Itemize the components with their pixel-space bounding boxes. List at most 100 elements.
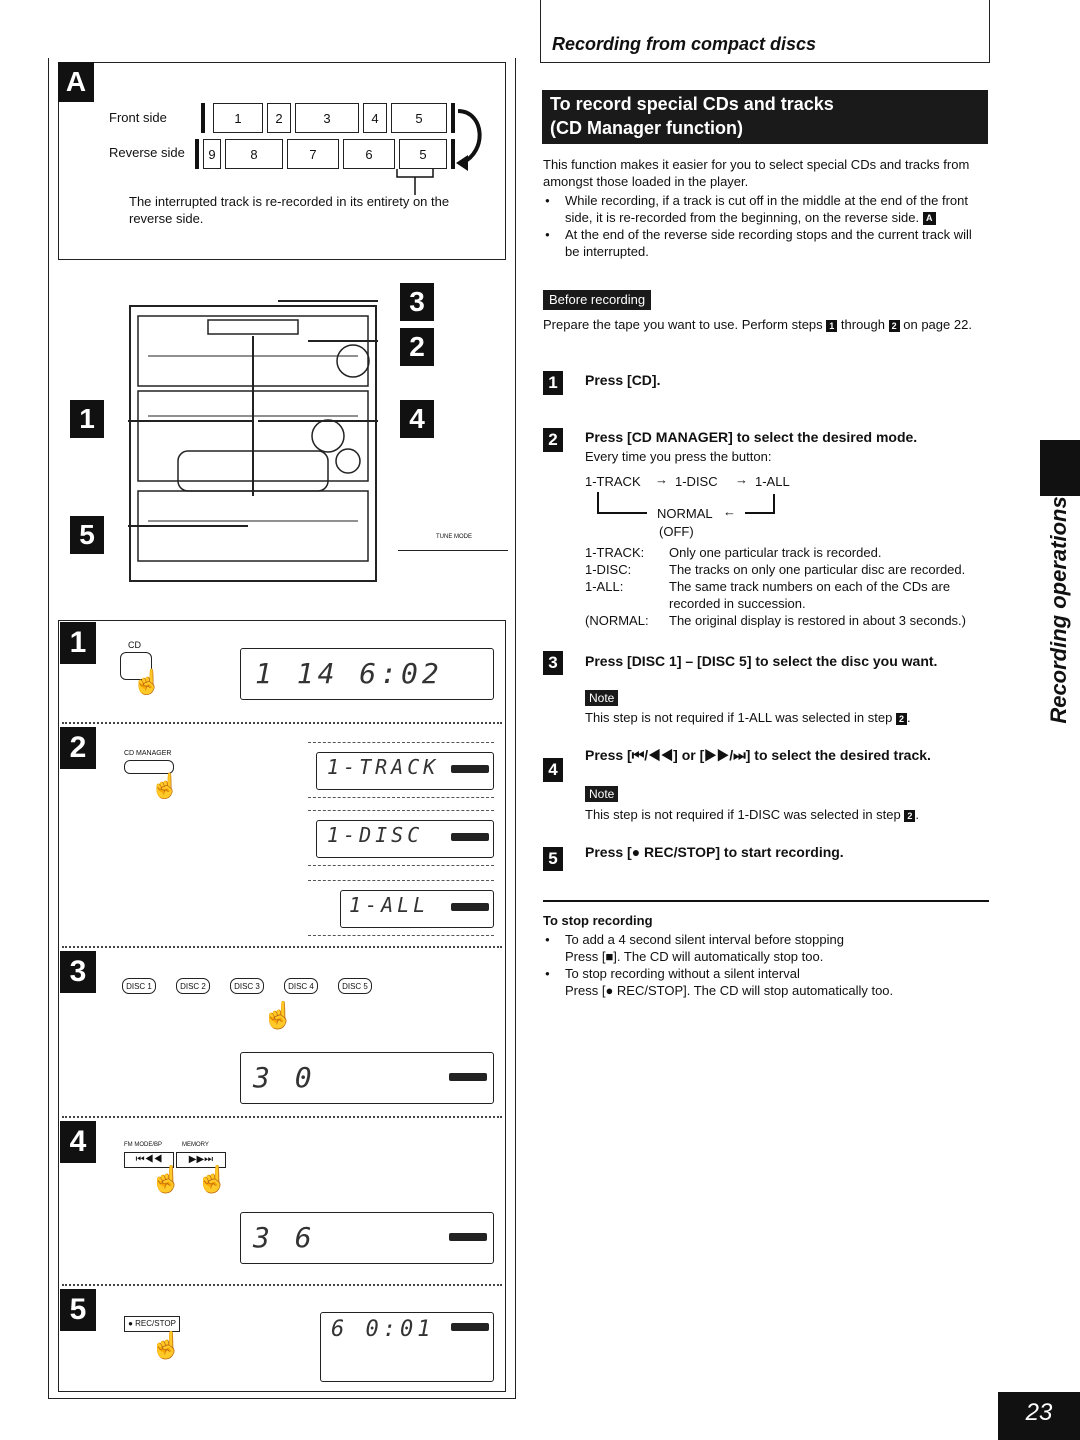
pointing-hand-icon: ☝ — [132, 669, 162, 696]
step2-display-track: 1-TRACK — [316, 752, 494, 790]
skip-back-button[interactable]: ⏮◀◀ — [124, 1152, 174, 1168]
track-bracket — [396, 169, 434, 195]
step3-badge: 3 — [60, 951, 96, 993]
track-cell: 3 — [295, 103, 359, 133]
step1-badge: 1 — [60, 622, 96, 664]
mode-def-row: 1-TRACK:Only one particular track is rec… — [585, 545, 882, 560]
disc1-button[interactable]: DISC 1 — [122, 978, 156, 994]
track-cell: 6 — [343, 139, 395, 169]
step-divider — [62, 722, 502, 724]
bullet-item: To add a 4 second silent interval before… — [543, 931, 989, 965]
mode-normal: NORMAL — [657, 506, 713, 521]
disc3-button[interactable]: DISC 3 — [230, 978, 264, 994]
disc2-button[interactable]: DISC 2 — [176, 978, 210, 994]
mode-def-row: (NORMAL:The original display is restored… — [585, 613, 966, 628]
memory-label: MEMORY — [182, 1142, 209, 1148]
pointing-hand-icon: ☝ — [150, 1164, 183, 1194]
lcd-text: 6 0:01 — [331, 1317, 435, 1342]
display-frame — [308, 742, 494, 798]
lcd-text: 3 6 — [253, 1221, 316, 1254]
bullet-item: To stop recording without a silent inter… — [543, 965, 989, 999]
step2-display-disc: 1-DISC — [316, 820, 494, 858]
step2-subtext: Every time you press the button: — [585, 449, 772, 464]
unit-callout-5: 5 — [70, 516, 104, 554]
step5-badge: 5 — [60, 1289, 96, 1331]
disc5-button[interactable]: DISC 5 — [338, 978, 372, 994]
re-record-arrow — [456, 109, 482, 171]
unit-callout-4: 4 — [400, 400, 434, 438]
step3-text: Press [DISC 1] – [DISC 5] to select the … — [585, 653, 938, 669]
rec-stop-button[interactable]: ● REC/STOP — [124, 1316, 180, 1332]
prepare-text: Prepare the tape you want to use. Perfor… — [543, 317, 972, 332]
pointing-hand-icon: ☝ — [150, 1330, 183, 1360]
mode-def-row: 1-DISC:The tracks on only one particular… — [585, 562, 966, 577]
reverse-side-label: Reverse side — [109, 145, 185, 160]
pointing-hand-icon: ☝ — [262, 1000, 295, 1030]
step2-badge: 2 — [60, 727, 96, 769]
track-cell: 7 — [287, 139, 339, 169]
intro-text: This function makes it easier for you to… — [543, 157, 970, 189]
step1-number-icon: 1 — [543, 371, 563, 395]
lcd-text: 3 0 — [253, 1061, 316, 1094]
track-cell: 9 — [203, 139, 221, 169]
step3-display: 3 0 — [240, 1052, 494, 1104]
banner-line1: To record special CDs and tracks — [550, 94, 834, 114]
panel-a: A Front side Reverse side 1 2 3 4 5 9 8 … — [58, 62, 506, 260]
track-cell: 2 — [267, 103, 291, 133]
lcd-text: 1-DISC — [327, 823, 424, 847]
header-box — [540, 0, 990, 63]
left-column-frame — [48, 58, 516, 1399]
cd-label: CD — [128, 640, 141, 650]
stereo-unit-illustration — [128, 296, 378, 596]
divider-line — [543, 900, 989, 902]
front-track-row: 1 2 3 4 5 — [201, 103, 455, 133]
before-recording-label: Before recording — [543, 290, 652, 310]
step-divider — [62, 1116, 502, 1118]
step2-display-all: 1-ALL — [340, 890, 494, 928]
unit-callout-3: 3 — [400, 283, 434, 321]
step2-number-icon: 2 — [543, 428, 563, 452]
display-frame — [308, 880, 494, 936]
function-banner: To record special CDs and tracks (CD Man… — [542, 90, 988, 144]
lcd-text: 1-ALL — [349, 893, 430, 917]
mode-def-row: 1-ALL:The same track numbers on each of … — [585, 579, 951, 611]
lcd-text: 1-TRACK — [327, 755, 440, 779]
mode-1track: 1-TRACK — [585, 474, 641, 489]
step4-text: Press [⏮/◀◀] or [▶▶/⏭] to select the des… — [585, 747, 931, 763]
mode-flow-diagram: 1-TRACK → 1-DISC → 1-ALL NORMAL ← (OFF) — [585, 472, 790, 539]
skip-forward-button[interactable]: ▶▶⏭ — [176, 1152, 226, 1168]
panel-a-badge: A — [58, 62, 94, 102]
banner-line2: (CD Manager function) — [550, 118, 743, 138]
cd-button-press[interactable] — [120, 652, 152, 680]
step3-number-icon: 3 — [543, 651, 563, 675]
bullet-item: While recording, if a track is cut off i… — [543, 192, 989, 226]
mode-1disc: 1-DISC — [675, 474, 718, 489]
tune-mode-callout: TUNE MODE — [398, 526, 508, 551]
cd-manager-button-press[interactable] — [124, 760, 174, 774]
mode-1all: 1-ALL — [755, 474, 790, 489]
step-divider — [62, 946, 502, 948]
side-tab-label: Recording operations — [1046, 496, 1071, 724]
step4-number-icon: 4 — [543, 758, 563, 782]
intro-bullets: While recording, if a track is cut off i… — [543, 192, 989, 260]
cd-manager-label: CD MANAGER — [124, 750, 172, 757]
track-cell: 4 — [363, 103, 387, 133]
disc4-button[interactable]: DISC 4 — [284, 978, 318, 994]
note-badge: Note — [585, 690, 619, 706]
mode-off: (OFF) — [659, 524, 694, 539]
mode-definitions: 1-TRACK:Only one particular track is rec… — [585, 544, 990, 629]
stop-recording-title: To stop recording — [543, 913, 653, 928]
side-tab-block — [1040, 440, 1080, 496]
unit-callout-2: 2 — [400, 328, 434, 366]
bullet-item: At the end of the reverse side recording… — [543, 226, 989, 260]
front-side-label: Front side — [109, 110, 167, 125]
unit-callout-1: 1 — [70, 400, 104, 438]
display-frame — [308, 810, 494, 866]
step1-text: Press [CD]. — [585, 372, 661, 388]
tune-mode-label: TUNE MODE — [436, 534, 472, 540]
stop-bullets: To add a 4 second silent interval before… — [543, 931, 989, 999]
page-number: 23 — [998, 1392, 1080, 1440]
step5-display: 6 0:01 — [320, 1312, 494, 1382]
fm-mode-label: FM MODE/BP — [124, 1142, 163, 1148]
pointing-hand-icon: ☝ — [150, 773, 180, 800]
